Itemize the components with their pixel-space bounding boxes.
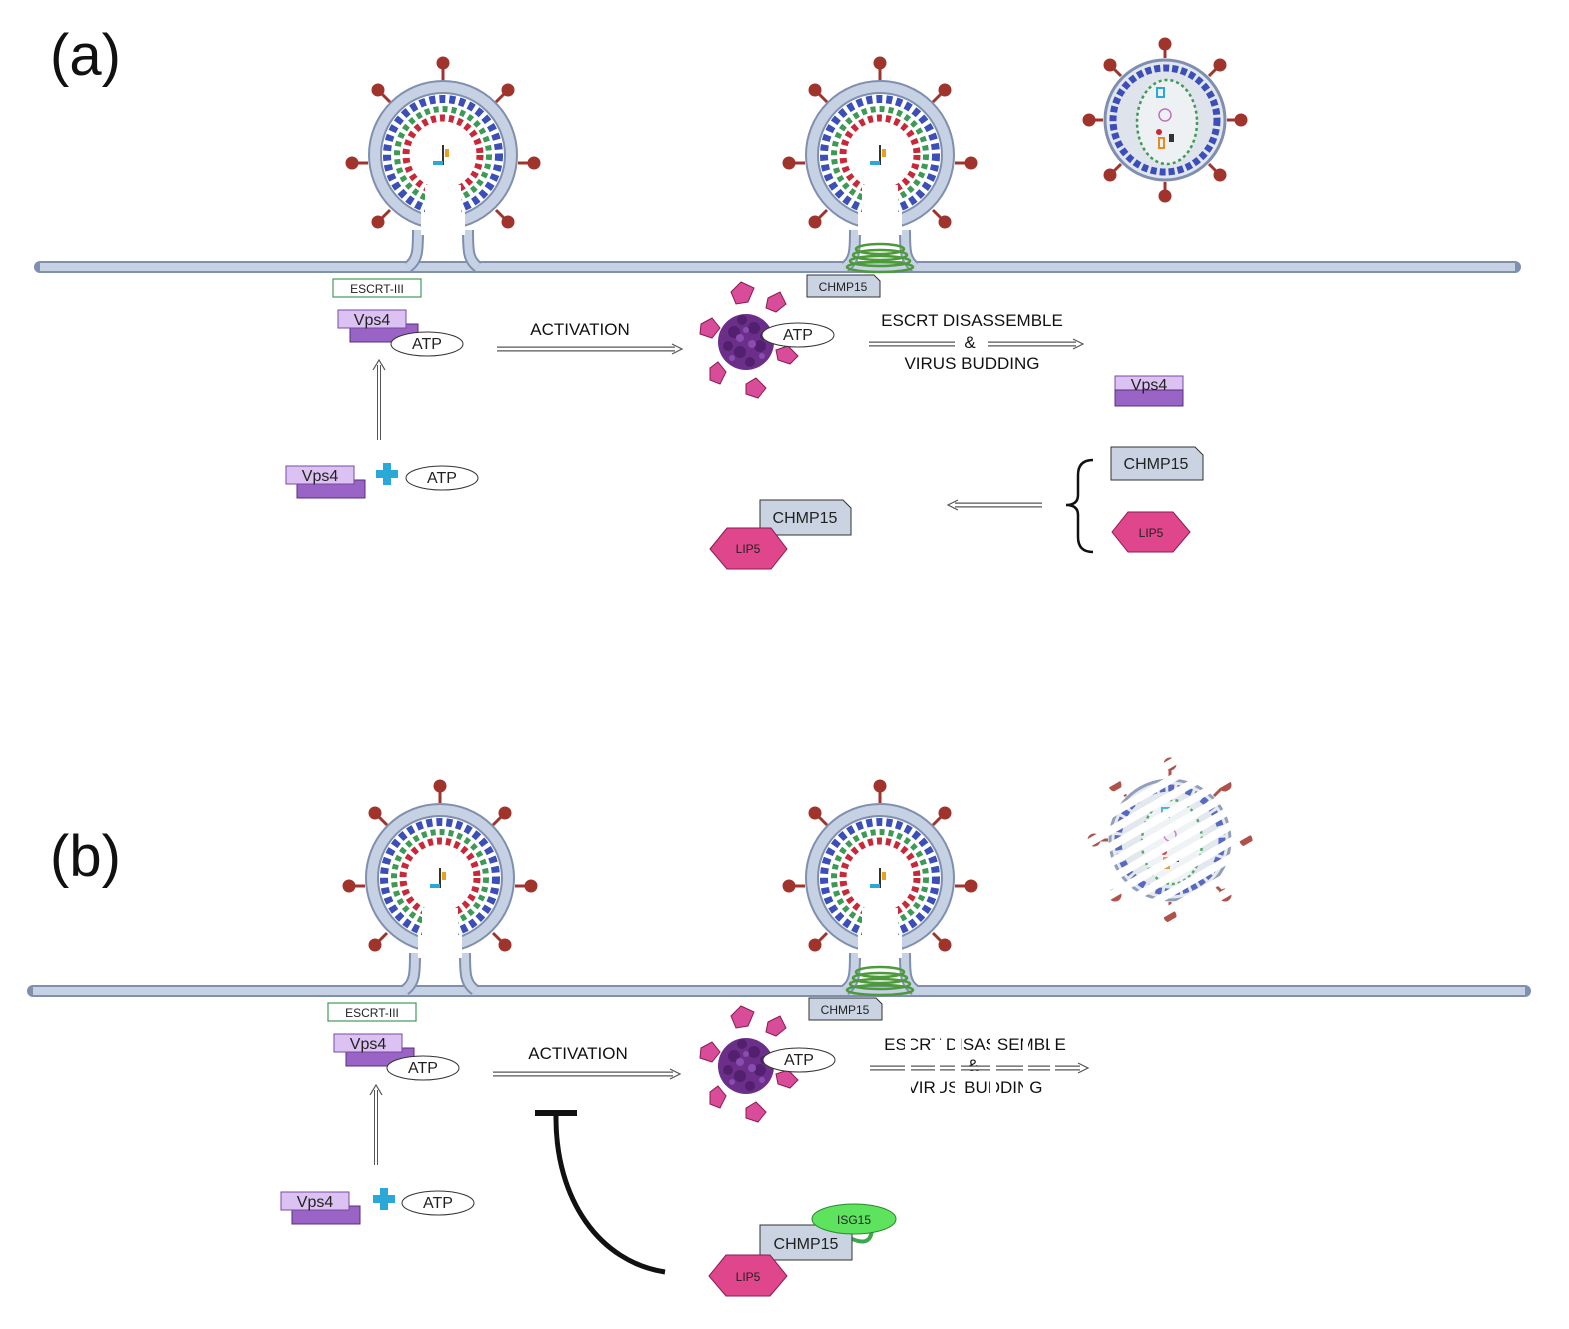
free-chmp15: CHMP15 <box>1110 446 1204 481</box>
svg-text:CHMP15: CHMP15 <box>773 510 838 527</box>
svg-text:ATP: ATP <box>783 327 813 344</box>
svg-text:CHMP15: CHMP15 <box>819 280 868 294</box>
released-vps4: Vps4 <box>1114 375 1184 407</box>
blocked-virion-icon <box>1080 755 1260 925</box>
brace-icon <box>1065 458 1094 554</box>
svg-text:LIP5: LIP5 <box>1139 526 1164 540</box>
activation-arrow: ACTIVATION <box>493 1044 682 1080</box>
svg-text:CHMP15: CHMP15 <box>1124 456 1189 473</box>
svg-text:LIP5: LIP5 <box>736 542 761 556</box>
svg-text:CHMP15: CHMP15 <box>821 1003 870 1017</box>
vps4-plus-atp: Vps4 ATP <box>285 463 479 499</box>
plus-icon <box>376 463 398 485</box>
plus-icon <box>373 1188 395 1210</box>
svg-text:VIRUS BUDDING: VIRUS BUDDING <box>904 354 1039 373</box>
chmp15-tag: CHMP15 <box>808 997 883 1021</box>
atp-bound: ATP <box>762 1047 836 1073</box>
chmp15-tag: CHMP15 <box>806 274 881 298</box>
svg-text:ESCRT-III: ESCRT-III <box>345 1006 399 1020</box>
inhibition-icon <box>535 1110 666 1275</box>
svg-text:ACTIVATION: ACTIVATION <box>528 1044 628 1063</box>
virus-budding-icon <box>347 58 539 267</box>
atp-bound: ATP <box>761 322 835 348</box>
panel-b-label: (b) <box>50 824 121 889</box>
svg-text:ISG15: ISG15 <box>837 1213 871 1227</box>
mature-virion-icon <box>1084 39 1246 201</box>
vps4-plus-atp: Vps4 ATP <box>280 1188 475 1225</box>
assembly-arrow <box>372 358 386 440</box>
svg-text:Vps4: Vps4 <box>297 1194 334 1211</box>
svg-text:ATP: ATP <box>408 1060 438 1077</box>
svg-text:ATP: ATP <box>784 1052 814 1069</box>
panel-a: (a) ESCRT-III Vps4 <box>34 23 1521 570</box>
chmp15-lip5-complex: CHMP15 LIP5 <box>709 499 852 570</box>
virus-budding-icon <box>344 781 536 990</box>
activation-arrow: ACTIVATION <box>497 320 684 355</box>
escrt-disassemble-step-blocked: ESCRT DISASSEMBLE & VIRUS BUDDING <box>870 1035 1090 1097</box>
svg-text:ATP: ATP <box>427 470 457 487</box>
svg-text:CHMP15: CHMP15 <box>774 1236 839 1253</box>
svg-text:&: & <box>964 333 976 352</box>
svg-text:ESCRT-III: ESCRT-III <box>350 282 404 296</box>
svg-text:ATP: ATP <box>423 1195 453 1212</box>
svg-text:Vps4: Vps4 <box>350 1036 387 1053</box>
vps4-label: Vps4 <box>354 312 391 329</box>
escrt-disassemble-step: ESCRT DISASSEMBLE & VIRUS BUDDING <box>869 311 1085 373</box>
isg15-chmp15-lip5-complex: CHMP15 ISG15 LIP5 <box>708 1203 897 1297</box>
svg-text:VIRUS BUDDING: VIRUS BUDDING <box>907 1078 1042 1097</box>
binding-arrow <box>946 499 1042 511</box>
free-lip5: LIP5 <box>1111 511 1191 553</box>
virus-budding-icon <box>784 781 976 990</box>
svg-text:Vps4: Vps4 <box>1131 377 1168 394</box>
atp-label: ATP <box>412 336 442 353</box>
activation-label: ACTIVATION <box>530 320 630 339</box>
panel-b: (b) ESCRT-III Vps4 ATP <box>27 755 1531 1297</box>
vps4-atp-complex: Vps4 ATP <box>337 309 464 357</box>
svg-text:LIP5: LIP5 <box>736 1270 761 1284</box>
svg-text:ESCRT DISASSEMBLE: ESCRT DISASSEMBLE <box>884 1035 1066 1054</box>
panel-a-label: (a) <box>50 23 121 88</box>
vps4-atp-complex: Vps4 ATP <box>333 1033 460 1081</box>
svg-text:ESCRT DISASSEMBLE: ESCRT DISASSEMBLE <box>881 311 1063 330</box>
svg-text:Vps4: Vps4 <box>302 468 339 485</box>
assembly-arrow <box>369 1083 383 1165</box>
escrt3-tag: ESCRT-III <box>327 1002 417 1022</box>
escrt3-tag: ESCRT-III <box>332 278 422 298</box>
virus-budding-icon <box>784 58 976 267</box>
